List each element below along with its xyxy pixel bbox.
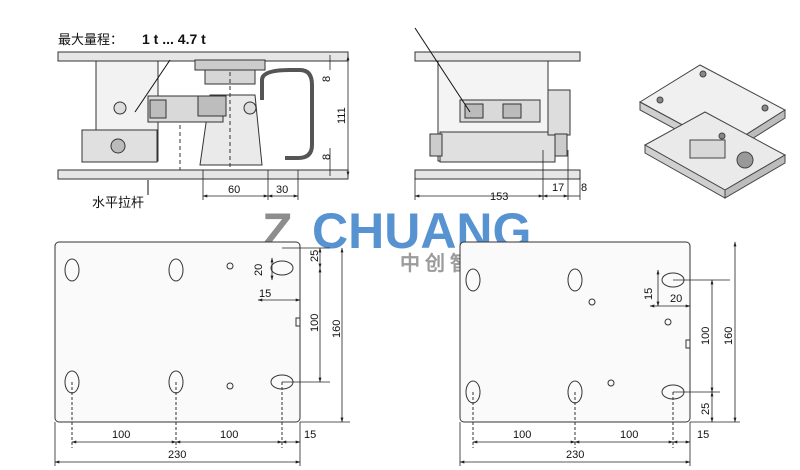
side-dimensions	[202, 55, 350, 200]
plate-right-dimensions	[459, 241, 740, 466]
rod-nut	[149, 99, 167, 119]
rod-label: 水平拉杆	[92, 196, 144, 211]
dim-right-230: 230	[566, 449, 584, 461]
cable-loop	[260, 68, 314, 160]
end-top-plate	[414, 51, 581, 62]
dim-end-8: 8	[581, 182, 587, 194]
dim-left-100a: 100	[112, 429, 130, 441]
plate-left-dimensions	[54, 247, 350, 466]
end-view	[414, 27, 581, 180]
dim-side-111: 111	[336, 107, 348, 124]
dim-left-160: 160	[331, 320, 343, 338]
end-dimensions	[414, 150, 581, 200]
dim-left-15r: 15	[304, 429, 316, 441]
capacity-title: 最大量程： 1 t ... 4.7 t	[58, 31, 206, 48]
plate-left-outline	[54, 241, 301, 423]
hole-circle	[113, 101, 127, 115]
dim-right-160: 160	[723, 327, 735, 345]
dim-side-60: 60	[228, 184, 240, 196]
rod-nut-right	[197, 95, 227, 117]
load-cell-body	[204, 69, 256, 85]
right-hole	[243, 101, 257, 115]
dim-left-230: 230	[168, 449, 186, 461]
capacity-label: 最大量程：	[58, 33, 123, 48]
dim-right-15: 15	[643, 288, 655, 300]
end-base	[439, 131, 556, 163]
dim-side-8-bottom: 8	[321, 154, 333, 160]
dim-end-153: 153	[490, 191, 508, 203]
isometric-view	[639, 64, 787, 199]
dim-side-8-top: 8	[321, 76, 333, 82]
dim-right-25: 25	[700, 403, 712, 415]
dim-right-100a: 100	[513, 429, 531, 441]
dim-right-100v: 100	[700, 327, 712, 345]
dim-right-20: 20	[670, 293, 682, 305]
dim-left-20: 20	[253, 264, 265, 276]
load-cell-cap	[194, 59, 266, 71]
plate-right	[459, 241, 691, 448]
dim-left-15: 15	[259, 288, 271, 300]
dim-right-15r: 15	[697, 429, 709, 441]
plate-left	[54, 241, 301, 448]
end-bottom-plate	[414, 169, 581, 180]
dim-right-100b: 100	[620, 429, 638, 441]
end-bumper	[547, 89, 571, 136]
dim-left-100b: 100	[220, 429, 238, 441]
dim-left-25: 25	[309, 250, 321, 262]
capacity-value: 1 t ... 4.7 t	[142, 31, 206, 47]
dim-left-100v: 100	[309, 314, 321, 332]
dim-end-17: 17	[552, 182, 564, 194]
dim-side-30: 30	[276, 184, 288, 196]
bolt-circle	[110, 138, 126, 154]
